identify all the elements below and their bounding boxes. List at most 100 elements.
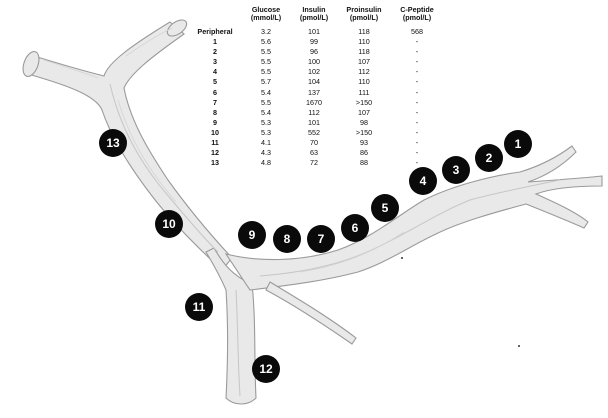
cell-glucose: 5.5 [242,57,290,67]
cell-cpeptide: - [390,88,444,98]
cell-proinsulin: 107 [338,108,390,118]
cell-insulin: 101 [290,27,338,37]
cell-site: 5 [188,77,242,87]
cell-cpeptide: 568 [390,27,444,37]
table-row: 55.7104110- [188,77,444,87]
cell-cpeptide: - [390,118,444,128]
header-glucose: Glucose (mmol/L) [242,6,290,27]
cell-cpeptide: - [390,77,444,87]
lab-values-table: Glucose (mmol/L) Insulin (pmol/L) Proins… [188,6,444,168]
marker-site-1[interactable]: 1 [504,130,532,158]
marker-site-4[interactable]: 4 [409,167,437,195]
marker-site-7[interactable]: 7 [307,225,335,253]
table-row: 85.4112107- [188,108,444,118]
cell-glucose: 5.4 [242,108,290,118]
cell-insulin: 102 [290,67,338,77]
marker-site-6[interactable]: 6 [341,214,369,242]
cell-site: 13 [188,158,242,168]
cell-cpeptide: - [390,57,444,67]
cell-proinsulin: 98 [338,118,390,128]
cell-proinsulin: 112 [338,67,390,77]
cell-site: 6 [188,88,242,98]
cell-insulin: 101 [290,118,338,128]
cell-glucose: 4.1 [242,138,290,148]
header-cpeptide-unit: (pmol/L) [394,14,440,22]
marker-site-8[interactable]: 8 [273,225,301,253]
cell-glucose: 5.4 [242,88,290,98]
marker-site-11[interactable]: 11 [185,293,213,321]
marker-site-9[interactable]: 9 [238,221,266,249]
header-insulin: Insulin (pmol/L) [290,6,338,27]
header-insulin-unit: (pmol/L) [294,14,334,22]
marker-site-10[interactable]: 10 [155,210,183,238]
cell-insulin: 70 [290,138,338,148]
cell-site: 7 [188,98,242,108]
cell-site: 12 [188,148,242,158]
cell-cpeptide: - [390,108,444,118]
cell-glucose: 5.6 [242,37,290,47]
cell-insulin: 112 [290,108,338,118]
cell-site: 11 [188,138,242,148]
marker-site-3[interactable]: 3 [442,156,470,184]
cell-proinsulin: 110 [338,77,390,87]
cell-glucose: 5.7 [242,77,290,87]
cell-proinsulin: >150 [338,98,390,108]
cell-proinsulin: 111 [338,88,390,98]
header-site [188,6,242,27]
cell-cpeptide: - [390,47,444,57]
cell-glucose: 5.5 [242,98,290,108]
cell-cpeptide: - [390,158,444,168]
cell-cpeptide: - [390,148,444,158]
table-header-row: Glucose (mmol/L) Insulin (pmol/L) Proins… [188,6,444,27]
cell-cpeptide: - [390,98,444,108]
cell-insulin: 104 [290,77,338,87]
cell-glucose: 5.3 [242,118,290,128]
cell-proinsulin: 110 [338,37,390,47]
cell-insulin: 100 [290,57,338,67]
cell-cpeptide: - [390,138,444,148]
cell-proinsulin: 118 [338,47,390,57]
table-row: 105.3552>150- [188,128,444,138]
stray-dot [518,345,520,347]
header-proinsulin: Proinsulin (pmol/L) [338,6,390,27]
cell-site: 1 [188,37,242,47]
cell-proinsulin: 93 [338,138,390,148]
cell-proinsulin: 86 [338,148,390,158]
header-proinsulin-unit: (pmol/L) [342,14,386,22]
cell-glucose: 4.3 [242,148,290,158]
cell-insulin: 96 [290,47,338,57]
cell-glucose: 5.5 [242,67,290,77]
cell-proinsulin: 118 [338,27,390,37]
cell-insulin: 552 [290,128,338,138]
cell-insulin: 72 [290,158,338,168]
marker-site-5[interactable]: 5 [371,194,399,222]
cell-glucose: 5.3 [242,128,290,138]
marker-site-2[interactable]: 2 [475,144,503,172]
cell-proinsulin: 88 [338,158,390,168]
stray-dot [401,257,403,259]
cell-glucose: 5.5 [242,47,290,57]
marker-site-13[interactable]: 13 [99,129,127,157]
cell-site: 8 [188,108,242,118]
cell-site: 3 [188,57,242,67]
marker-site-12[interactable]: 12 [252,355,280,383]
header-cpeptide: C-Peptide (pmol/L) [390,6,444,27]
cell-proinsulin: >150 [338,128,390,138]
cell-insulin: 137 [290,88,338,98]
cell-glucose: 3.2 [242,27,290,37]
cell-cpeptide: - [390,67,444,77]
cell-proinsulin: 107 [338,57,390,67]
cell-site: 2 [188,47,242,57]
cell-site: 4 [188,67,242,77]
cell-insulin: 99 [290,37,338,47]
